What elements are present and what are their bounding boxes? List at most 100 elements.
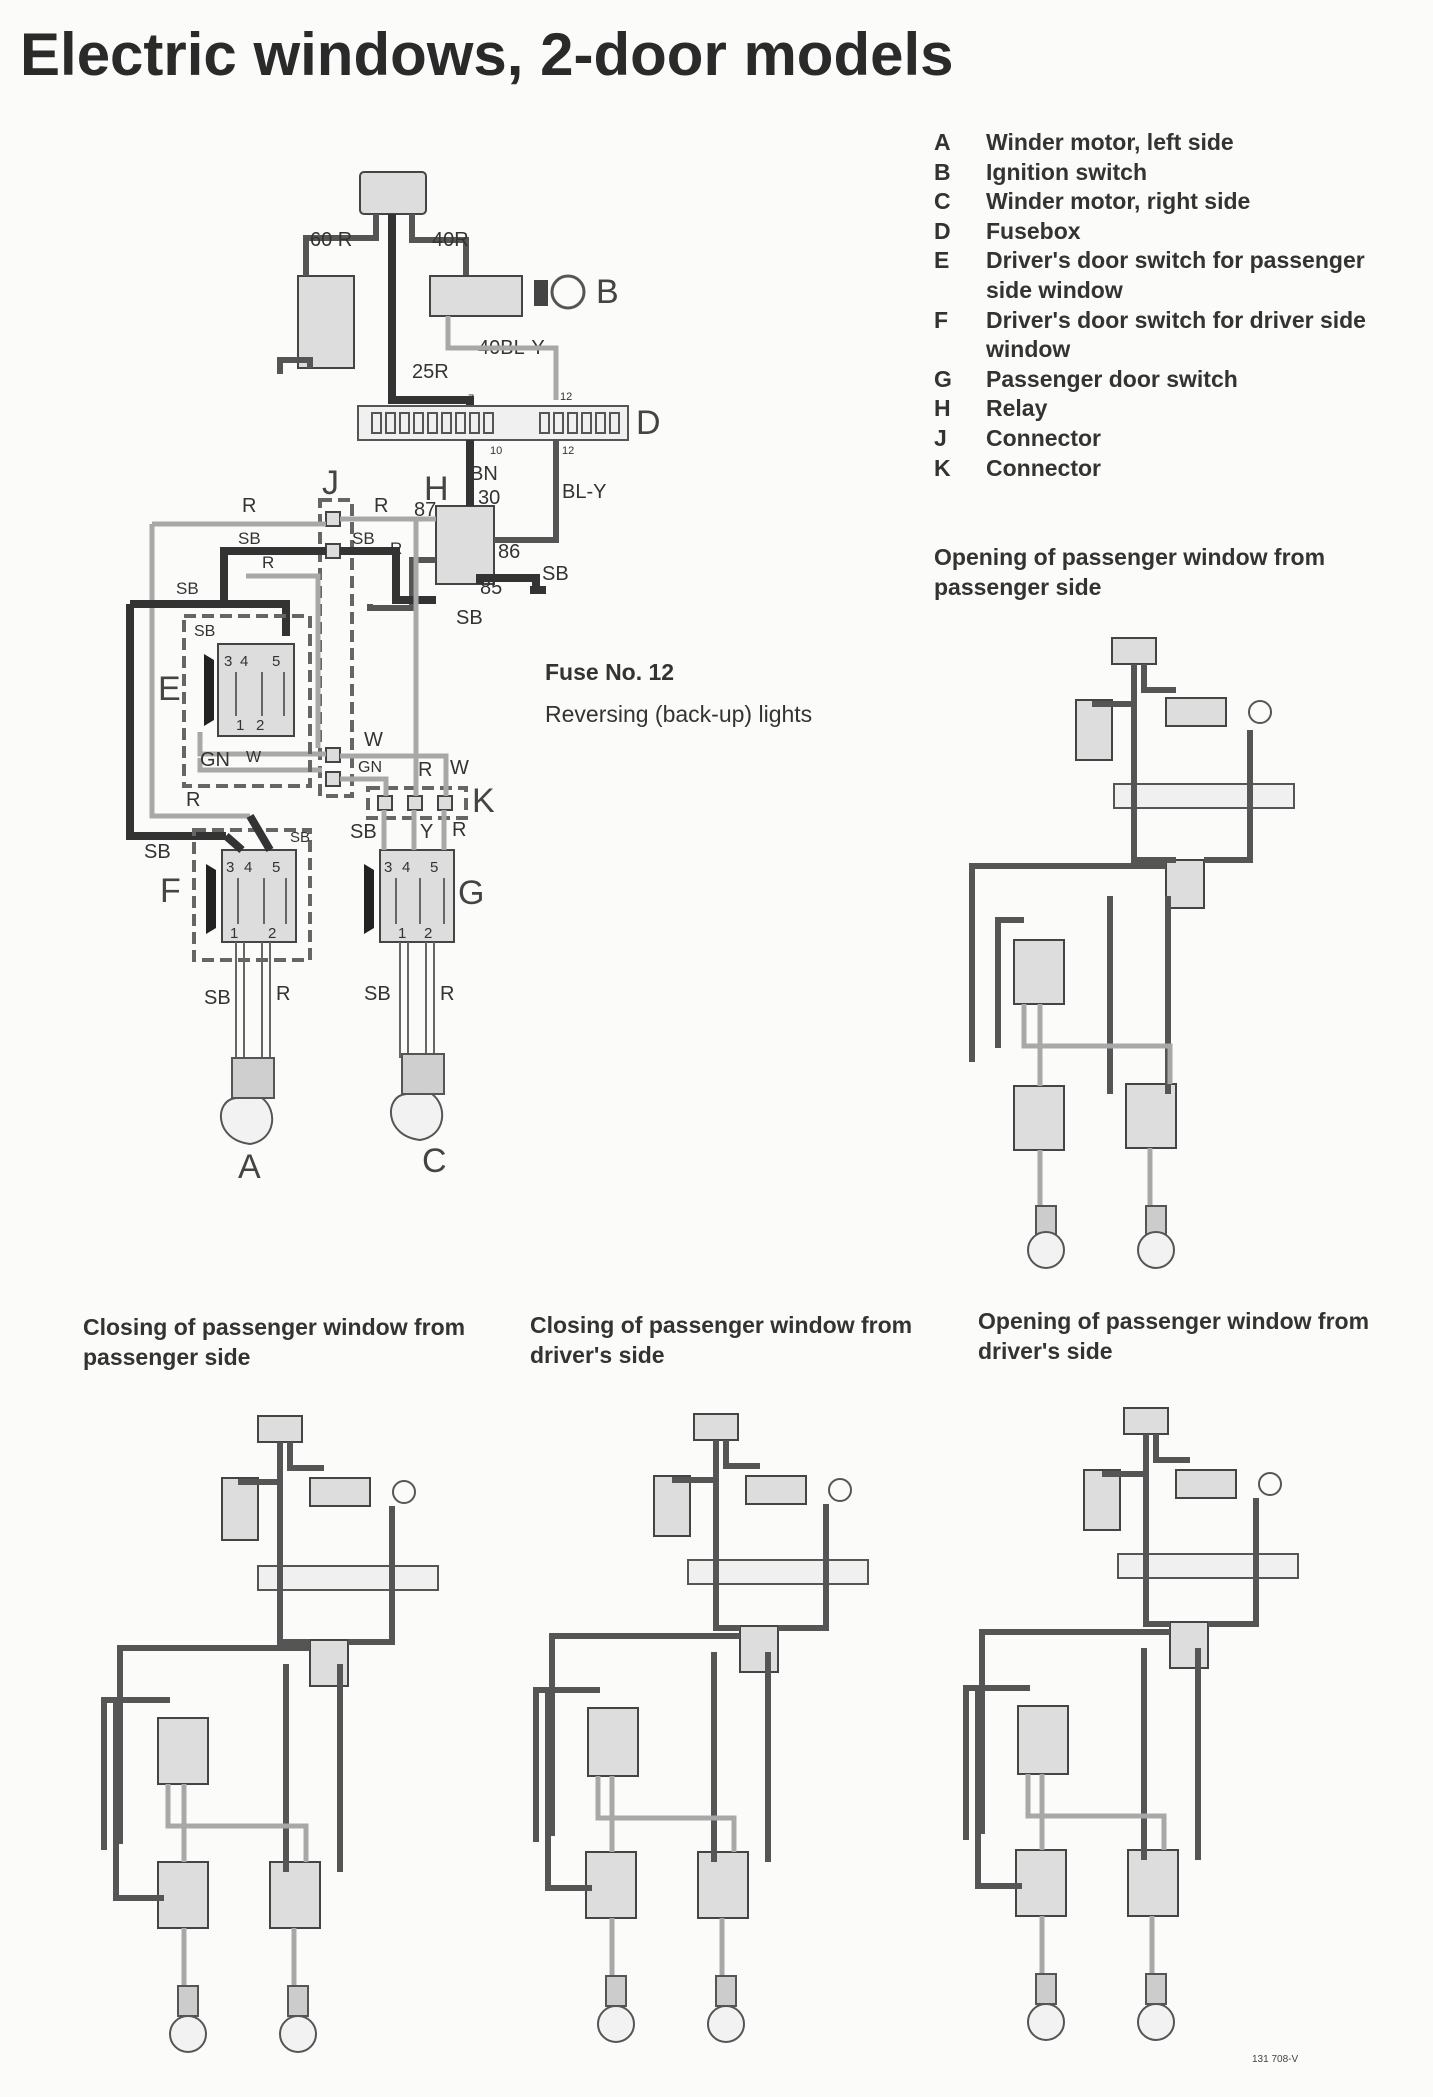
ignition-key-symbol bbox=[1248, 700, 1272, 724]
motors bbox=[605, 1975, 737, 2007]
ignition-key-symbol bbox=[1258, 1472, 1282, 1496]
relay-h bbox=[1169, 1621, 1209, 1669]
legend-desc: Connector bbox=[986, 454, 1101, 481]
legend-key: A bbox=[934, 129, 951, 155]
switch-g-term-5: 5 bbox=[430, 859, 438, 876]
connector-k bbox=[366, 786, 468, 820]
switch-f-frame bbox=[192, 828, 312, 962]
wire-label-r-c: R bbox=[440, 983, 454, 1005]
switch-f-term-3: 3 bbox=[226, 859, 234, 876]
switch-g-body bbox=[379, 849, 455, 943]
connector-k-pin bbox=[437, 795, 453, 811]
fusebox bbox=[1113, 783, 1295, 809]
ignition-switch-box bbox=[429, 275, 523, 317]
motor-a-body bbox=[220, 1097, 274, 1146]
switch-e-rocker bbox=[204, 654, 214, 726]
battery-symbol bbox=[1075, 699, 1113, 761]
relay-h bbox=[1165, 859, 1205, 909]
motor-c-body bbox=[707, 2005, 745, 2043]
component-letter-c: C bbox=[422, 1142, 447, 1180]
wire-w bbox=[197, 732, 449, 796]
switch-f-body bbox=[1013, 1085, 1065, 1151]
wire-label-w-k: W bbox=[450, 757, 469, 779]
ignition-switch-box bbox=[309, 1477, 371, 1507]
motors bbox=[1035, 1973, 1167, 2005]
motor-a-body bbox=[597, 2005, 635, 2043]
motor-a-body bbox=[1027, 1231, 1065, 1269]
switch-f-body bbox=[157, 1861, 209, 1929]
switch-e-term-5: 5 bbox=[272, 653, 280, 670]
wiring-light bbox=[1025, 1774, 1167, 1974]
motor-c-leads bbox=[399, 942, 435, 1058]
switch-f-feed bbox=[223, 813, 274, 854]
battery-symbol bbox=[1083, 1469, 1121, 1531]
legend-key: G bbox=[934, 365, 952, 392]
wiring bbox=[101, 1442, 395, 1901]
terminal-30: 30 bbox=[478, 487, 500, 509]
wire-label-r-a: R bbox=[276, 983, 290, 1005]
switch-e-body bbox=[157, 1717, 209, 1785]
legend-key: J bbox=[934, 424, 947, 451]
switch-f-term-5: 5 bbox=[272, 859, 280, 876]
component-letter-k: K bbox=[472, 782, 495, 820]
fusebox bbox=[257, 1565, 439, 1591]
ignition-switch-box bbox=[1165, 697, 1227, 727]
connector-j-pin bbox=[325, 543, 341, 559]
wire-label-sb-f2: SB bbox=[290, 829, 310, 846]
switch-e-term-2: 2 bbox=[256, 717, 264, 734]
junction-block bbox=[1111, 637, 1157, 665]
switch-f-term-4: 4 bbox=[244, 859, 252, 876]
scenario-diagram-open-driver-side bbox=[963, 1407, 1299, 2041]
legend-desc: Relay bbox=[986, 395, 1048, 422]
component-letter-j: J bbox=[322, 464, 339, 502]
reference-code: 131 708-V bbox=[1252, 2054, 1299, 2065]
switch-f-body bbox=[585, 1851, 637, 1919]
terminal-85: 85 bbox=[480, 577, 502, 599]
legend-item: J Connector bbox=[934, 424, 1414, 454]
legend-key: F bbox=[934, 306, 949, 333]
wire-label-r-2: R bbox=[374, 495, 388, 517]
ignition-key-symbol bbox=[392, 1480, 416, 1504]
switch-f-term-2: 2 bbox=[268, 925, 276, 942]
legend-desc: Driver's door switch for driver side win… bbox=[986, 306, 1366, 363]
motor-a-leads bbox=[235, 942, 271, 1058]
battery-wire bbox=[277, 214, 379, 374]
motor-a-body bbox=[1027, 2003, 1065, 2041]
scenario-diagram-close-driver-side bbox=[533, 1413, 869, 2043]
caption-close-passenger-side: Closing of passenger window from passeng… bbox=[83, 1314, 466, 1370]
legend-desc: Winder motor, right side bbox=[986, 188, 1251, 215]
wire-label-gn-j: GN bbox=[358, 759, 382, 776]
switch-e-body bbox=[587, 1707, 639, 1777]
terminal-7: 7 bbox=[468, 393, 474, 405]
motor-c-body bbox=[279, 2015, 317, 2053]
wire-label-sb-c: SB bbox=[364, 983, 391, 1005]
terminal-87: 87 bbox=[414, 499, 436, 521]
switch-e-term-3: 3 bbox=[224, 653, 232, 670]
wire-label-sb-relay: SB bbox=[542, 563, 569, 585]
relay-h bbox=[435, 505, 495, 585]
relay-sb-wire bbox=[367, 557, 436, 611]
caption-open-passenger-side: Opening of passenger window from passeng… bbox=[934, 544, 1326, 600]
switch-g-term-2: 2 bbox=[424, 925, 432, 942]
motor-c-body bbox=[390, 1093, 444, 1142]
switch-e-body bbox=[217, 643, 295, 737]
wire-label-sb-e: SB bbox=[194, 623, 215, 640]
scenario-diagram-close-passenger-side bbox=[101, 1415, 439, 2053]
ignition-to-fuse-wire bbox=[445, 316, 559, 400]
switch-f-body bbox=[221, 849, 297, 943]
connector-k-pin bbox=[377, 795, 393, 811]
component-letter-f: F bbox=[160, 872, 181, 910]
junction-block bbox=[257, 1415, 303, 1443]
switch-g-term-1: 1 bbox=[398, 925, 406, 942]
switch-e-frame bbox=[182, 614, 312, 788]
connector-j-pin bbox=[325, 771, 341, 787]
legend-desc: Connector bbox=[986, 424, 1101, 451]
ignition-key-symbol bbox=[828, 1478, 852, 1502]
caption-open-driver-side: Opening of passenger window from driver'… bbox=[978, 1308, 1370, 1364]
wiring bbox=[969, 664, 1253, 1094]
motor-a-gearbox bbox=[231, 1057, 275, 1099]
